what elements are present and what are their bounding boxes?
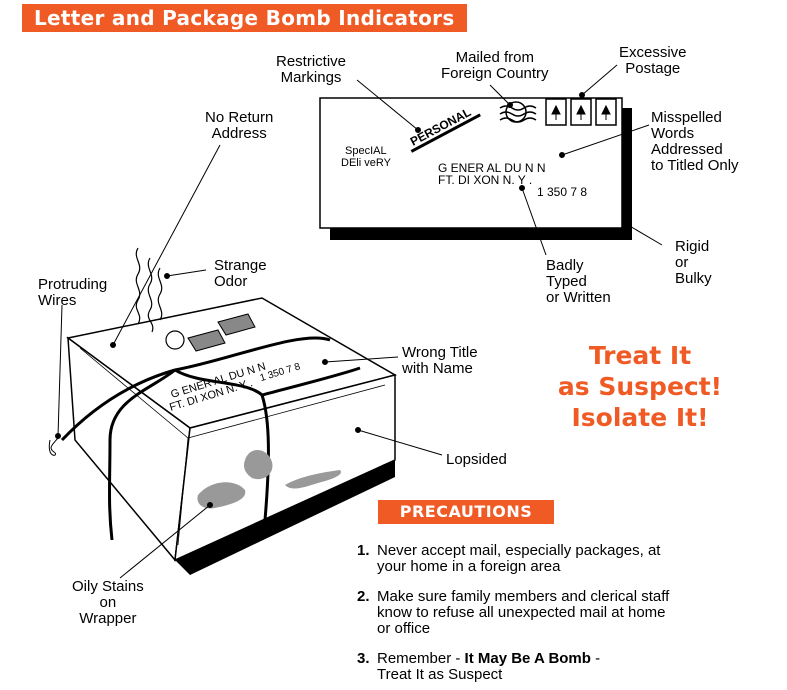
- title-banner: Letter and Package Bomb Indicators: [22, 4, 467, 32]
- precaution-item-2: 2.Make sure family members and clerical …: [357, 588, 670, 637]
- precaution-item-3: 3.Remember - It May Be A Bomb - Treat It…: [357, 650, 601, 683]
- postage-stamps-icon: [545, 98, 617, 126]
- package-string: [60, 336, 361, 541]
- envelope-address-line2: FT. DI XON N. Y .: [438, 173, 532, 187]
- package: G ENER AL DU N N FT. DI XON N. Y . 1 350…: [48, 247, 397, 575]
- package-front: [174, 374, 396, 562]
- envelope-address-line1: G ENER AL DU N N: [438, 161, 546, 175]
- leader-lines: [55, 64, 663, 579]
- envelope-zip: 1 350 7 8: [537, 185, 587, 199]
- special-delivery-line1: SpecIAL: [345, 145, 387, 157]
- precaution-item-1: 1.Never accept mail, especially packages…: [357, 542, 661, 575]
- label-lopsided: Lopsided: [446, 451, 507, 468]
- precautions-heading: PRECAUTIONS: [378, 500, 554, 524]
- special-delivery-line2: DEli veRY: [341, 157, 392, 169]
- foreign-postmark-icon: [499, 101, 537, 123]
- package-shadow: [175, 460, 395, 575]
- envelope: PERSONAL SpecIAL DEli veRY G ENER AL DU …: [319, 97, 632, 240]
- oily-stains: [197, 450, 341, 509]
